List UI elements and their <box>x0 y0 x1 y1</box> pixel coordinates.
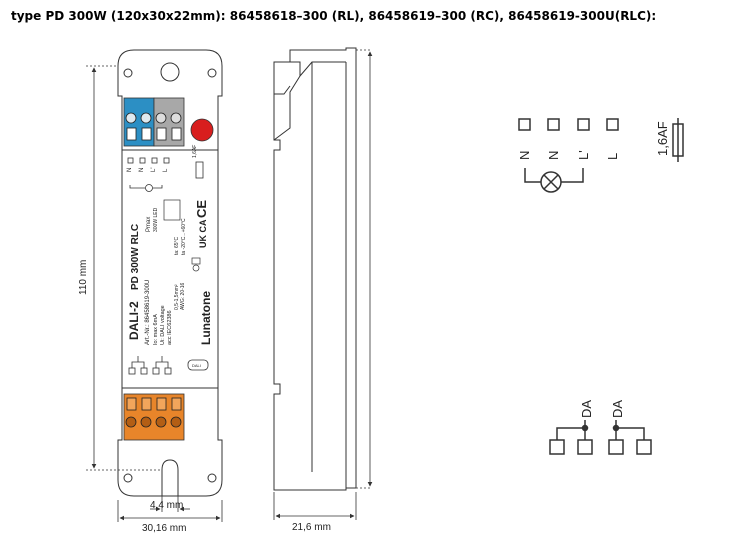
bottom-left-hole <box>123 473 133 483</box>
side-height-dimension <box>356 49 373 489</box>
dev-fuse-label: 1,6AF <box>192 145 198 158</box>
wire-size: 0,5-1,5mm² <box>174 284 180 310</box>
side-view <box>273 47 357 491</box>
terminal-box-3 <box>577 118 590 131</box>
mains-terminal-labels: N N L' L 1,6AF <box>517 121 670 160</box>
wiring-terminal-3: L' <box>576 150 591 160</box>
io-rating: Io: max 6mA <box>153 314 159 345</box>
ui-rating: Ui: DALI voltage <box>160 305 166 345</box>
dali-terminal-2 <box>577 439 593 455</box>
front-view <box>117 49 223 497</box>
dali-logo-badge <box>187 359 209 371</box>
art-nr: Art.-Nr.: 86458619-300U <box>145 280 151 345</box>
junction-left <box>581 424 589 432</box>
side-outline <box>273 47 357 491</box>
top-left-hole <box>123 68 133 78</box>
ta-rating: ta: 65°C <box>174 236 180 255</box>
slot-width-label: 4,4 mm <box>150 500 183 511</box>
dali-terminal-1 <box>549 439 565 455</box>
dev-terminal-3: L' <box>151 168 157 172</box>
dev-terminal-2: N <box>139 168 145 172</box>
device-small-terminal-labels: N N L' L 1,6AF <box>127 145 198 172</box>
terminal-box-4 <box>606 118 619 131</box>
pmax-value: 300W LED <box>153 207 159 232</box>
bottom-mounting-slot <box>161 459 179 496</box>
dali-bus-left-label: DA <box>579 400 594 418</box>
lamp-symbol <box>540 171 562 193</box>
dali-bus-right-label: DA <box>610 400 625 418</box>
dali-badge-text: DALI <box>192 363 201 368</box>
body-width-label: 30,16 mm <box>142 523 186 534</box>
wire-awg: AWG: 20-16 <box>180 282 186 310</box>
dali-terminal-4 <box>636 439 652 455</box>
dali-wiring <box>549 420 652 455</box>
recycle-icon <box>191 257 201 265</box>
slot-dimension <box>150 496 190 512</box>
ukca-mark: UK CA <box>198 219 208 248</box>
dali-terminal-3 <box>608 439 624 455</box>
wiring-terminal-4: L <box>605 153 620 160</box>
width-dimension <box>117 500 223 522</box>
dev-terminal-1: N <box>127 168 133 172</box>
dali-labels: DA DA <box>579 400 625 418</box>
wiring-terminal-1: N <box>517 151 532 160</box>
bottom-terminal-block <box>123 393 185 441</box>
page-heading: type PD 300W (120x30x22mm): 86458618–300… <box>11 9 657 23</box>
height-label: 110 mm <box>78 260 89 295</box>
top-right-hole <box>207 68 217 78</box>
brand-name: Lunatone <box>199 291 213 345</box>
dev-terminal-4: L <box>163 168 169 172</box>
device-label: DALI-2 PD 300W RLC Art.-Nr.: 86458619-30… <box>127 200 213 345</box>
iec-standard: acc IEC62386 <box>167 310 173 345</box>
ta-range: ta -20°C...+60°C <box>181 218 187 255</box>
bottom-right-hole <box>207 473 217 483</box>
mains-wiring <box>518 118 684 193</box>
cert-icon <box>192 264 200 272</box>
depth-dimension <box>273 492 357 520</box>
device-outline <box>117 49 223 497</box>
top-terminal-block <box>123 97 214 147</box>
status-led <box>190 118 214 142</box>
wiring-fuse-label: 1,6AF <box>655 121 670 156</box>
junction-right <box>612 424 620 432</box>
device-terminal-symbols <box>127 157 209 375</box>
ce-mark: CE <box>194 200 209 218</box>
depth-label: 21,6 mm <box>292 522 331 533</box>
terminal-box-1 <box>518 118 531 131</box>
height-dimension <box>86 65 160 471</box>
wiring-terminal-2: N <box>546 151 561 160</box>
pmax-label: Pmax <box>146 217 152 232</box>
top-mounting-hole <box>160 62 180 82</box>
model-line1: DALI-2 <box>127 301 141 340</box>
terminal-box-2 <box>547 118 560 131</box>
temp-box <box>163 199 181 221</box>
model-line2: PD 300W RLC <box>130 224 141 290</box>
